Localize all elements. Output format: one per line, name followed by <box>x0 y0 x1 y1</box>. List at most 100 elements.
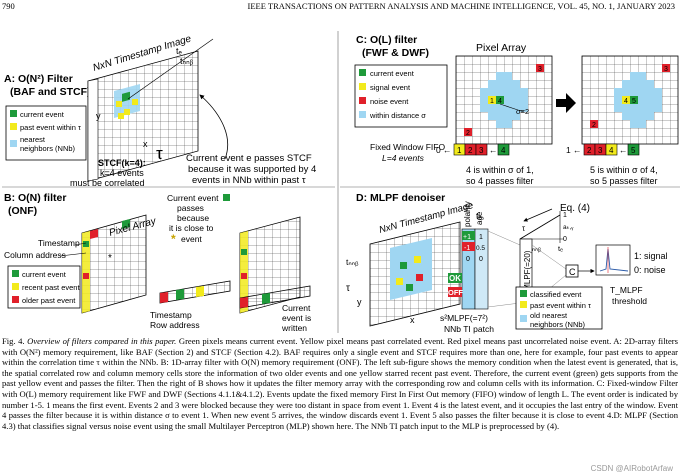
legend-d-old: old nearest <box>530 311 568 320</box>
grid-left: 3 1 4 2 σ=2 <box>455 55 553 145</box>
legend-c-current: current event <box>370 69 415 78</box>
signal-label: 1: signal <box>634 251 668 261</box>
val-age-zero: 0 <box>479 256 483 263</box>
fifo-right-caption1: 5 is within σ of 4, <box>590 165 658 175</box>
fifo-label: Fixed Window FIFO <box>370 142 445 152</box>
patch-label: NNb TI patch <box>444 324 494 334</box>
panel-a-title: A: O(N²) Filter <box>4 73 73 85</box>
fifo-left-arrow-out: ← <box>443 145 452 155</box>
stcf-label: STCF(k=4): <box>98 158 146 168</box>
stcf-note-line1: Current event e passes STCF <box>186 153 312 164</box>
grid-left-1: 1 <box>490 98 494 105</box>
val-minus1: -1 <box>464 245 470 252</box>
fifo-right-3: 3 <box>598 146 603 155</box>
ok-box <box>448 273 462 283</box>
y-axis-d: y <box>357 297 362 307</box>
x-axis-a: x <box>143 139 148 149</box>
grid-right-4: 4 <box>624 98 628 105</box>
classifier-label: C <box>569 267 576 277</box>
eq-plot: 1 0 aₖ,ᵧ τ tₙₙᵦ tₑ <box>519 211 574 253</box>
passes-line1: Current event <box>167 193 219 203</box>
caption-title: Overview of filters compared in this pap… <box>27 336 177 346</box>
legend-c-noise: noise event <box>370 97 409 106</box>
fifo-left-arrow-in: ← <box>489 145 498 155</box>
panel-a-subtitle: (BAF and STCF) <box>10 86 91 98</box>
threshold-label: threshold <box>612 296 647 306</box>
written-line3: written <box>281 323 307 333</box>
eq-y1: 1 <box>563 212 567 219</box>
legend-a-nearest: nearest <box>20 135 46 144</box>
figure-caption: Fig. 4. Overview of filters compared in … <box>2 336 678 431</box>
threshold-symbol: T_MLPF <box>610 285 643 295</box>
panel-b-title: B: O(N) filter <box>4 192 66 204</box>
panel-d-title: D: MLPF denoiser <box>356 192 445 204</box>
passes-line3: because <box>177 213 209 223</box>
tnnb-label-a: tₙₙᵦ <box>180 56 194 66</box>
eq-label: Eq. (4) <box>560 203 590 214</box>
fifo-right: 1 ← 2 3 4 ← 5 <box>566 143 640 156</box>
passes-line5: event <box>181 234 202 244</box>
panel-d: D: MLPF denoiser NxN Timestamp Image tₑ … <box>346 192 668 334</box>
tnnb-label-d: tₙₙᵦ <box>346 257 359 267</box>
stcf-correlated-label: must be correlated <box>70 178 145 188</box>
off-box <box>448 287 462 297</box>
grid-left-3: 3 <box>538 66 542 73</box>
page-number: 790 <box>2 1 15 11</box>
panel-c: C: O(L) filter (FWF & DWF) Pixel Array c… <box>354 34 679 186</box>
patch-size-label: s²MLPF(=7²) <box>440 313 488 323</box>
legend-d-past: past event within τ <box>530 301 591 310</box>
fifo-left: 0 ← 1 2 3 ← 4 <box>436 143 510 156</box>
fifo-left-0: 0 <box>436 145 441 155</box>
timestamp-label: Timestamp <box>38 238 80 248</box>
svg-text:*: * <box>171 232 176 246</box>
pixel-array-label-c: Pixel Array <box>476 42 527 54</box>
legend-a-nnb: neighbors (NNb) <box>20 144 76 153</box>
legend-d-nnb: neighbors (NNb) <box>530 320 586 329</box>
legend-b-current: current event <box>22 270 67 279</box>
written-line1: Current <box>282 303 311 313</box>
journal-header: IEEE TRANSACTIONS ON PATTERN ANALYSIS AN… <box>247 1 675 11</box>
val-plus1: +1 <box>463 234 471 241</box>
passes-note: Current event passes because it is close… <box>167 193 230 246</box>
panel-b-subtitle: (ONF) <box>8 205 37 217</box>
fifo-right-2: 2 <box>587 146 592 155</box>
watermark: CSDN @AIRobotArfaw <box>590 464 673 473</box>
eq-tnnb: tₙₙᵦ <box>530 244 541 253</box>
fifo-right-5: 5 <box>631 146 636 155</box>
passes-line4: it is close to <box>169 223 214 233</box>
passes-line2: passes <box>177 203 204 213</box>
column-address-label: Column address <box>4 250 66 260</box>
grid-left-2: 2 <box>466 130 470 137</box>
fifo-length-label: L=4 events <box>382 153 425 163</box>
legend-c-within: within distance σ <box>369 111 426 120</box>
legend-d: classified event past event within τ old… <box>515 286 603 330</box>
stcf-note-line3: events in NNb within past τ <box>192 175 306 186</box>
timestamp-row-label: Timestamp <box>150 310 192 320</box>
mlp-input-columns: polarity age +1 -1 0 1 0.5 0 <box>461 201 489 310</box>
sigma-label: σ=2 <box>516 107 529 116</box>
fifo-left-4: 4 <box>501 146 506 155</box>
eq-akv: aₖ,ᵧ <box>563 224 574 231</box>
row-address-label: Row address <box>150 320 200 330</box>
caption-body: Green pixels means current event. Yellow… <box>2 336 678 431</box>
fifo-left-caption2: so 4 passes filter <box>466 176 534 186</box>
legend-d-classified: classified event <box>530 290 582 299</box>
noise-label: 0: noise <box>634 265 666 275</box>
polarity-label: polarity <box>463 201 472 227</box>
fifo-left-3: 3 <box>479 146 484 155</box>
fifo-left-1: 1 <box>457 146 462 155</box>
hidden-size-label: N_MLPF(=20) <box>523 250 532 301</box>
legend-a: current event past event within τ neares… <box>5 105 87 161</box>
tau-label-d: τ <box>346 283 350 294</box>
grid-right-2: 2 <box>592 122 596 129</box>
legend-c-signal: signal event <box>370 83 411 92</box>
x-axis-d: x <box>410 315 415 325</box>
panel-c-subtitle: (FWF & DWF) <box>362 47 429 59</box>
val-half: 0.5 <box>476 245 485 252</box>
legend-b: current event recent past event older pa… <box>7 265 80 309</box>
fifo-left-caption1: 4 is within σ of 1, <box>466 165 534 175</box>
eq-te: tₑ <box>558 244 563 253</box>
panel-a: A: O(N²) Filter (BAF and STCF) NxN Times… <box>4 33 316 188</box>
figure-4: A: O(N²) Filter (BAF and STCF) NxN Times… <box>2 31 680 334</box>
page-header: 790 IEEE TRANSACTIONS ON PATTERN ANALYSI… <box>0 0 681 13</box>
